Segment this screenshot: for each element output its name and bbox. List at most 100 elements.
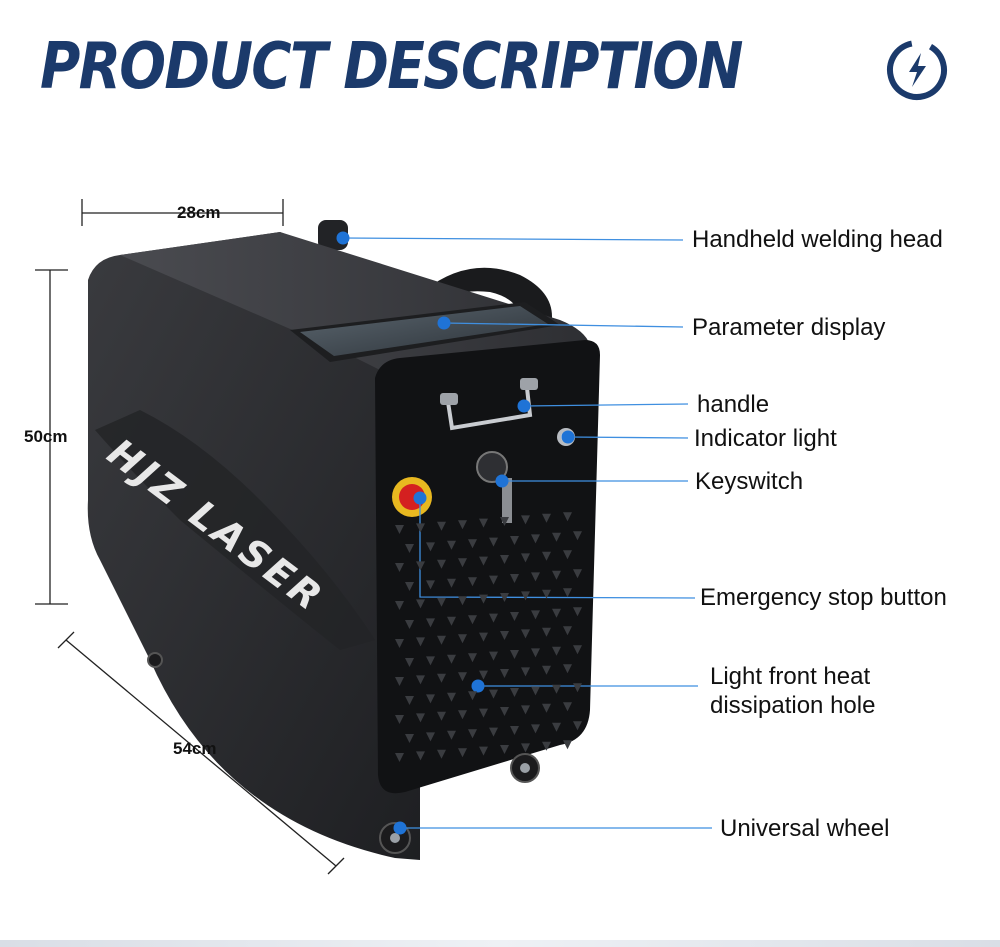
vent-hole: [395, 715, 404, 724]
vent-hole: [395, 753, 404, 762]
vent-hole: [573, 645, 582, 655]
vent-hole: [552, 608, 561, 618]
vent-hole: [395, 525, 404, 534]
callout-parameter-display: Parameter display: [692, 314, 886, 341]
vent-hole: [531, 572, 540, 582]
vent-hole: [447, 540, 456, 550]
vent-hole: [468, 539, 477, 549]
vent-hole: [395, 563, 404, 572]
vent-hole: [426, 694, 435, 704]
vent-hole: [416, 675, 425, 685]
vent-hole: [479, 518, 488, 528]
vent-hole: [500, 707, 509, 716]
vent-hole: [510, 726, 519, 735]
vent-hole: [405, 582, 414, 591]
callout-marker-2: [517, 399, 531, 413]
vent-hole: [521, 705, 530, 715]
vent-hole: [405, 544, 414, 553]
vent-hole: [521, 667, 530, 677]
vent-hole: [531, 610, 540, 620]
callout-marker-6: [471, 679, 485, 693]
vent-hole: [479, 632, 488, 642]
vent-hole: [447, 730, 456, 740]
vent-hole: [479, 556, 488, 566]
vent-hole: [416, 751, 425, 761]
vent-hole: [573, 607, 582, 617]
callout-markers: [336, 231, 575, 835]
vent-hole: [531, 648, 540, 658]
vent-hole: [447, 692, 456, 702]
vent-hole: [563, 626, 572, 636]
vent-hole: [552, 532, 561, 542]
callout-indicator-light: Indicator light: [694, 425, 837, 452]
vent-hole: [405, 696, 414, 705]
vent-hole: [500, 669, 509, 678]
vent-hole: [552, 684, 561, 694]
vent-hole: [489, 727, 498, 737]
vent-hole: [479, 708, 488, 718]
vent-hole: [468, 691, 477, 701]
vent-hole: [542, 665, 551, 675]
vent-hole: [479, 746, 488, 756]
callout-marker-3: [561, 430, 575, 444]
vent-hole: [468, 615, 477, 625]
vent-hole: [563, 550, 572, 560]
vent-hole: [510, 650, 519, 659]
callout-emergency-stop: Emergency stop button: [700, 584, 947, 611]
vent-hole: [458, 520, 467, 530]
vent-hole: [500, 517, 509, 526]
height-dimension-label: 50cm: [24, 427, 68, 446]
vent-hole: [437, 635, 446, 645]
vent-hole: [500, 555, 509, 564]
callout-marker-4: [495, 474, 509, 488]
vent-hole: [573, 721, 582, 731]
footer-divider: [0, 940, 1000, 947]
vent-hole: [510, 536, 519, 545]
vent-hole: [458, 596, 467, 606]
lightning-circle-icon: [887, 40, 947, 100]
vent-hole: [573, 531, 582, 541]
vent-hole: [489, 689, 498, 699]
vent-hole: [500, 593, 509, 602]
page-title: PRODUCT DESCRIPTION: [40, 30, 743, 104]
vent-hole: [542, 551, 551, 561]
vent-hole: [521, 591, 530, 601]
vent-hole: [510, 688, 519, 697]
vent-hole: [426, 732, 435, 742]
vent-hole: [552, 646, 561, 656]
vent-hole: [458, 748, 467, 758]
callout-keyswitch: Keyswitch: [695, 468, 804, 495]
vent-hole: [405, 620, 414, 629]
vent-hole: [542, 703, 551, 713]
vent-hole: [458, 558, 467, 568]
vent-hole: [437, 559, 446, 569]
vent-hole: [531, 686, 540, 696]
vent-hole: [426, 580, 435, 590]
vent-hole: [395, 601, 404, 610]
vent-hole: [563, 664, 572, 674]
vent-hole: [416, 561, 425, 571]
vent-hole: [573, 683, 582, 693]
vent-hole: [563, 588, 572, 598]
vent-hole: [521, 553, 530, 563]
vent-hole: [437, 749, 446, 759]
callout-marker-0: [336, 231, 350, 245]
callout-welding-head: Handheld welding head: [692, 226, 943, 253]
vent-hole: [458, 710, 467, 720]
callout-marker-1: [437, 316, 451, 330]
callout-universal-wheel: Universal wheel: [720, 815, 890, 842]
callout-handle: handle: [697, 391, 770, 418]
callout-marker-7: [393, 821, 407, 835]
vent-hole: [405, 734, 414, 743]
vent-hole: [416, 523, 425, 533]
vent-hole: [500, 745, 509, 754]
width-dimension-label: 28cm: [177, 203, 221, 222]
vent-hole: [437, 711, 446, 721]
vent-hole: [542, 627, 551, 637]
vent-hole: [437, 673, 446, 683]
vent-hole: [458, 634, 467, 644]
vent-hole: [542, 513, 551, 523]
vent-hole: [573, 569, 582, 579]
vent-hole: [426, 618, 435, 628]
